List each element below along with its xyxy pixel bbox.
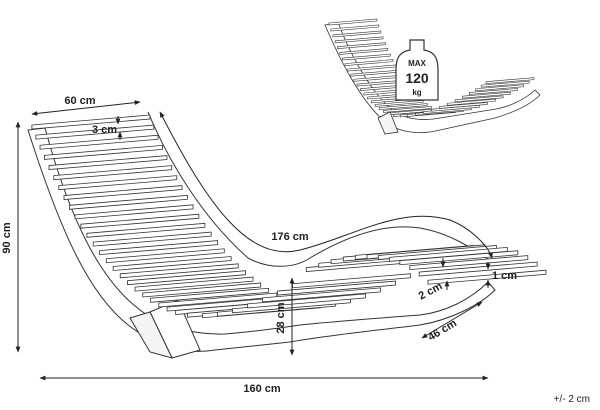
- dim-28-label: 28 cm: [275, 302, 287, 333]
- dim-46-line: [421, 301, 483, 339]
- weight-line1: MAX: [408, 59, 426, 68]
- slat: [31, 114, 151, 130]
- slat: [330, 24, 380, 32]
- slat: [247, 293, 366, 309]
- dim-60-line: [31, 100, 141, 116]
- slat: [427, 269, 547, 285]
- dim-60-label: 60 cm: [64, 95, 95, 107]
- slat: [150, 287, 270, 303]
- dim-176-line: [159, 111, 493, 259]
- slat: [454, 95, 504, 103]
- dim-1-label: 1 cm: [492, 270, 517, 282]
- slat: [339, 48, 389, 55]
- dim-90-label: 90 cm: [1, 222, 13, 253]
- slat: [342, 53, 391, 61]
- slat: [480, 80, 530, 88]
- slat: [462, 91, 511, 99]
- slat: [332, 30, 382, 38]
- slat: [39, 134, 159, 150]
- slat: [439, 102, 488, 109]
- slat: [469, 88, 518, 95]
- slat: [409, 255, 529, 271]
- slat: [134, 276, 254, 292]
- weight-icon: [395, 39, 439, 101]
- weight-line3: kg: [412, 88, 421, 97]
- dim-176-label: 176 cm: [271, 231, 309, 243]
- slat: [447, 98, 496, 106]
- slat: [344, 59, 394, 66]
- slat: [112, 256, 232, 271]
- slat: [485, 77, 535, 84]
- slat: [328, 18, 378, 26]
- slat: [334, 36, 384, 44]
- slat: [277, 280, 396, 296]
- slat: [378, 103, 428, 110]
- slat: [374, 100, 424, 107]
- tolerance-note: +/- 2 cm: [554, 394, 590, 405]
- weight-line2: 120: [405, 70, 429, 86]
- slat: [127, 270, 246, 286]
- slat: [119, 263, 239, 279]
- slat: [142, 282, 262, 298]
- slat: [35, 124, 155, 140]
- weight-badge: MAX 120 kg: [395, 39, 439, 101]
- slat: [418, 261, 538, 277]
- leg-panel: [129, 311, 173, 359]
- dimension-lines: [15, 100, 493, 381]
- slat: [337, 42, 386, 50]
- slat: [475, 84, 524, 92]
- dim-160-label: 160 cm: [243, 383, 281, 395]
- dim-3-label: 3 cm: [92, 124, 117, 136]
- dim-2-label: 2 cm: [417, 280, 445, 302]
